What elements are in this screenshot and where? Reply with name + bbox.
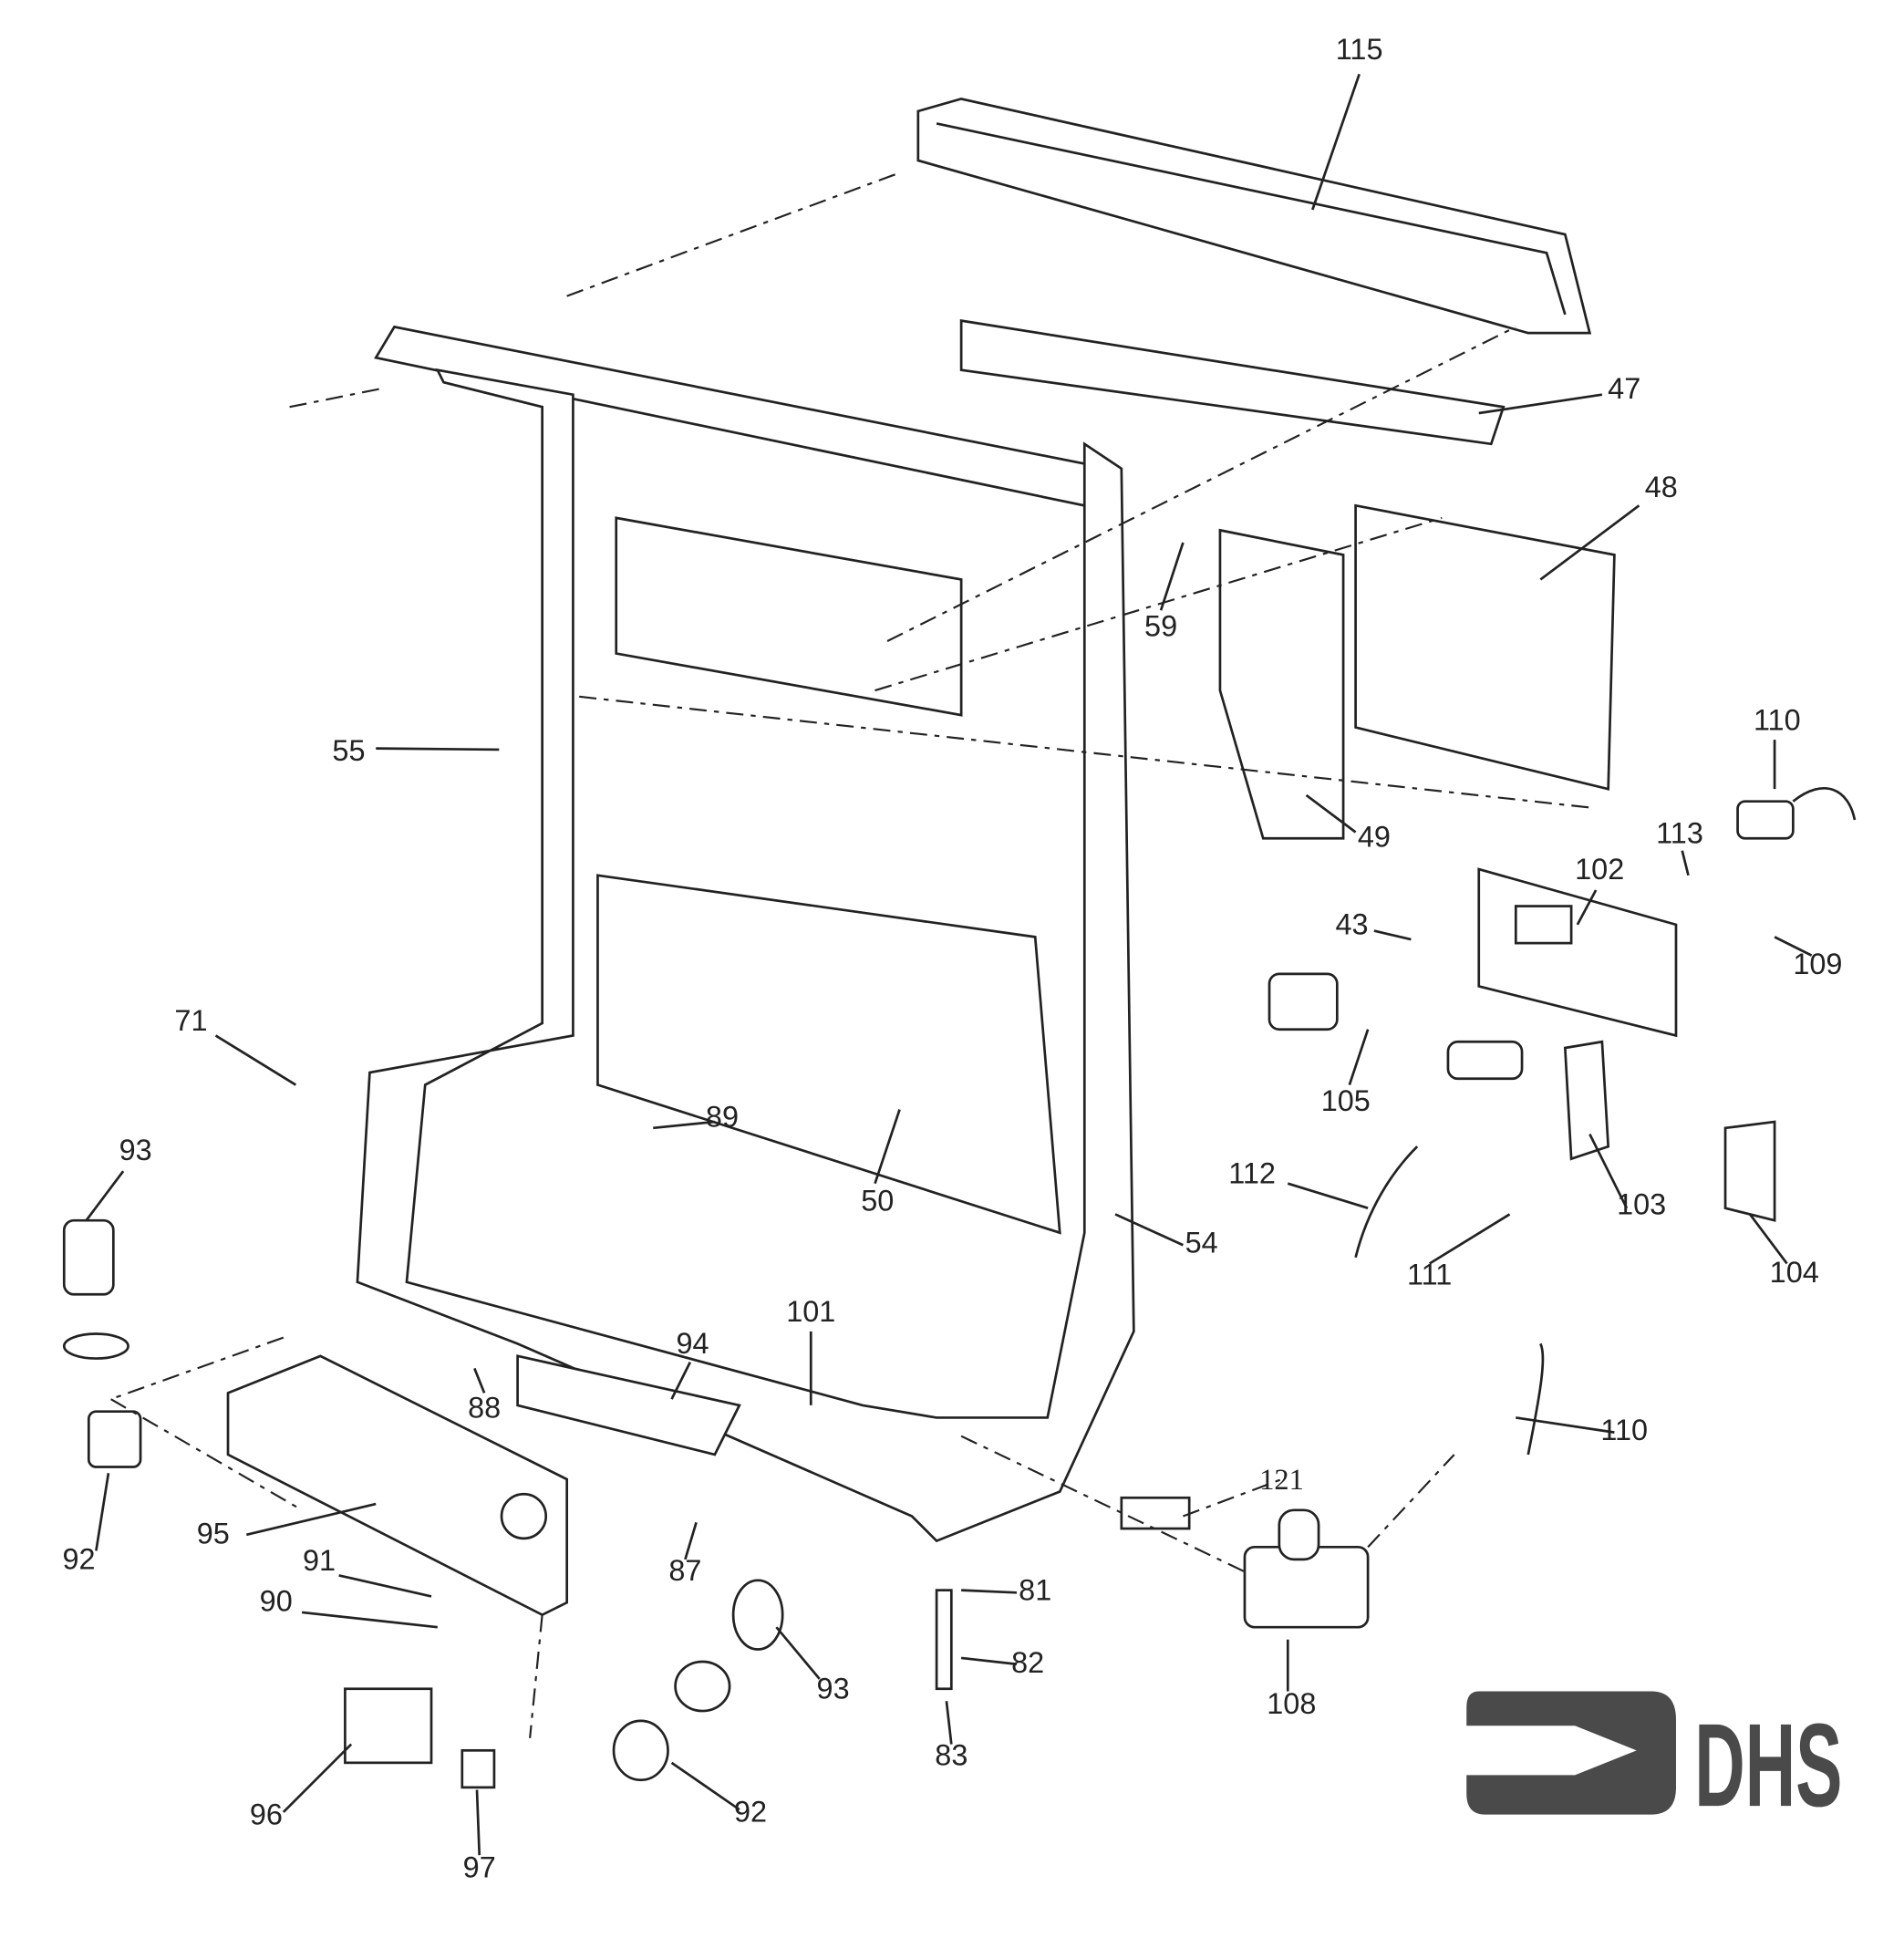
label-108: 108 (1267, 1687, 1316, 1720)
label-83: 83 (935, 1739, 968, 1772)
label-104: 104 (1770, 1256, 1819, 1289)
main-frame (356, 319, 1616, 1543)
label-82: 82 (1011, 1646, 1044, 1679)
label-95: 95 (197, 1517, 230, 1549)
part-115-rail (916, 97, 1592, 335)
label-97: 97 (463, 1851, 496, 1884)
part-labels: 115 47 48 59 55 49 110 113 102 43 109 71… (62, 33, 1842, 1883)
label-103: 103 (1617, 1187, 1666, 1220)
label-93-left: 93 (119, 1134, 152, 1166)
label-92-left: 92 (62, 1543, 95, 1576)
label-121: 121 (1259, 1464, 1304, 1497)
arrow-icon (1466, 1691, 1676, 1815)
label-88: 88 (468, 1391, 501, 1424)
label-89: 89 (706, 1100, 739, 1133)
label-94: 94 (676, 1327, 709, 1360)
label-92-bottom: 92 (734, 1796, 767, 1829)
dhs-logo: DHS (1466, 1691, 1842, 1831)
label-47: 47 (1608, 372, 1640, 405)
label-96: 96 (250, 1798, 283, 1830)
label-93-bottom: 93 (817, 1673, 850, 1705)
label-48: 48 (1645, 471, 1678, 503)
lower-parts (62, 786, 1857, 1789)
label-43: 43 (1336, 908, 1369, 941)
label-105: 105 (1321, 1084, 1371, 1117)
label-87: 87 (668, 1554, 701, 1587)
label-49: 49 (1358, 821, 1391, 854)
label-91: 91 (303, 1544, 336, 1577)
label-81: 81 (1019, 1573, 1051, 1606)
label-59: 59 (1144, 610, 1177, 643)
label-50: 50 (861, 1184, 894, 1217)
label-54: 54 (1185, 1226, 1218, 1259)
assembly-lines (110, 171, 1590, 1738)
label-112: 112 (1228, 1157, 1276, 1190)
label-101: 101 (786, 1295, 835, 1328)
label-110-bottom: 110 (1600, 1414, 1648, 1446)
logo-text: DHS (1694, 1700, 1842, 1831)
label-115: 115 (1336, 33, 1383, 66)
label-109: 109 (1793, 948, 1842, 980)
label-113: 113 (1656, 817, 1703, 850)
label-110-top: 110 (1754, 703, 1801, 736)
label-111: 111 (1407, 1258, 1452, 1290)
label-102: 102 (1575, 853, 1624, 886)
leader-lines (85, 73, 1813, 1856)
label-55: 55 (332, 734, 365, 767)
label-90: 90 (260, 1585, 293, 1618)
label-71: 71 (174, 1004, 207, 1037)
